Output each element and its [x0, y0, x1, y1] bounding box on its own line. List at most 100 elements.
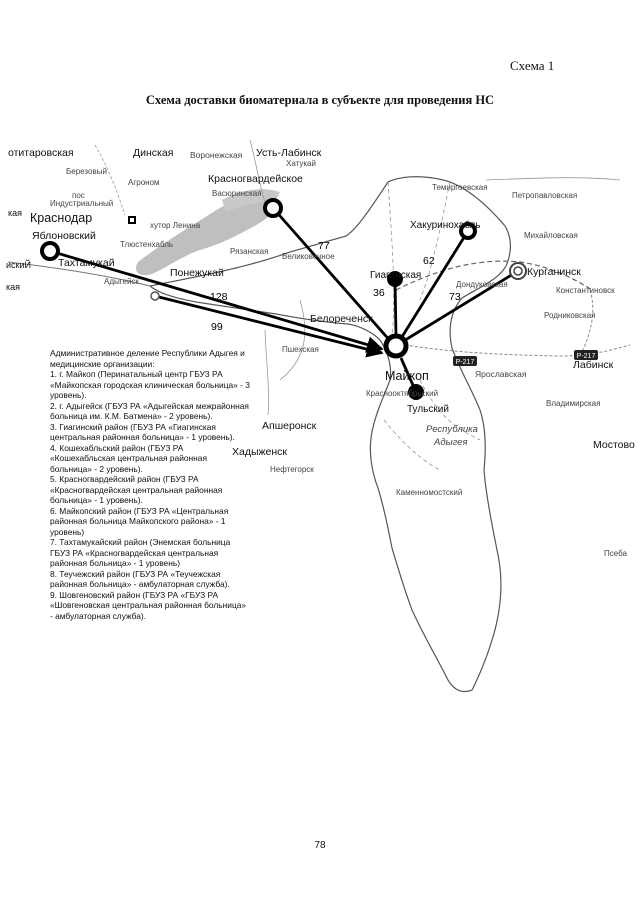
road-line-2	[404, 344, 631, 357]
label-rodnikovskaya: Родниковская	[544, 311, 595, 320]
label-giaginskaya: Гиагинская	[370, 270, 421, 281]
road-line-6	[279, 299, 306, 381]
legend-item: 9. Шовгеновский район (ГБУЗ РА «ГБУЗ РА …	[50, 589, 247, 621]
distance-73: 73	[449, 291, 461, 303]
legend-item: 6. Майкопский район (ГБУЗ РА «Центральна…	[50, 505, 229, 537]
label-psebai: Псеба	[604, 549, 628, 558]
label-ponezhukai: Понежукай	[170, 267, 224, 279]
road-line-7	[264, 329, 269, 416]
district-boundary	[387, 181, 395, 341]
label-temirgoevskaya: Темиргоевская	[432, 183, 488, 192]
label-krasnogvardeyskoe: Красногвардейское	[208, 173, 303, 185]
label-kamennomostskiy: Каменномостский	[396, 488, 462, 497]
label-riazanskaya: Рязанская	[230, 247, 268, 256]
route-adygeysk	[154, 294, 384, 358]
label-khakurinokhabl: Хакуринохабль	[410, 219, 481, 231]
label-vasyurinskaya: Васюринская	[212, 189, 262, 198]
label-khutor-lenina: хутор Ленина	[150, 221, 201, 230]
label-dondukovskaya: Дондуковская	[456, 280, 508, 289]
label-tlyustenkhabl: Тлюстенхабль	[120, 240, 173, 249]
node-khakurinokhabl	[459, 222, 477, 240]
district-boundary-3	[419, 379, 481, 441]
node-giaginskaya	[387, 271, 403, 287]
label-industrialny: Индустриальный	[50, 199, 113, 208]
legend: Административное деление Республики Адыг…	[50, 348, 250, 621]
route-khakurinokhabl	[398, 230, 470, 341]
district-boundary-2	[419, 181, 451, 301]
node-tulskiy	[408, 384, 424, 400]
distance-62: 62	[423, 255, 435, 267]
label-iskiy: искиЙ	[6, 259, 31, 270]
label-yaroslavskaya: Ярославская	[475, 369, 527, 379]
label-pos: пос	[72, 191, 85, 200]
label-respublika: Республика	[426, 424, 478, 435]
label-kaya: кая	[8, 208, 22, 218]
legend-item: 3. Гиагинский район (ГБУЗ РА «Гиагинская…	[50, 421, 235, 443]
delivery-map: Р-217 Р-217 отитаровская Динская Воронеж…	[6, 139, 635, 693]
label-yablonovsky: Яблоновский	[32, 230, 96, 242]
route-kurganinsk	[401, 269, 519, 344]
route-giaginskaya	[393, 278, 398, 337]
road-line	[7, 261, 151, 287]
page-title: Схема доставки биоматериала в субъекте д…	[145, 93, 495, 107]
road-shield-label: Р-217	[456, 359, 475, 366]
label-voronezhskaya: Воронежская	[190, 150, 243, 160]
label-mostovskoy: Мостово	[593, 439, 635, 451]
legend-item: 5. Красногвардейский район (ГБУЗ РА «Кра…	[50, 474, 223, 505]
label-otitarovskaya: отитаровская	[8, 147, 74, 159]
road-shield-label-2: Р-217	[577, 353, 596, 360]
district-boundary-4	[383, 419, 441, 471]
label-ust-labinsk: Усть-Лабинск	[256, 147, 322, 159]
label-adygeya: Адыгея	[433, 437, 468, 448]
distance-128: 128	[210, 291, 228, 303]
label-velikovechnoe: Великовечное	[282, 252, 335, 261]
legend-intro: Административное деление Республики Адыг…	[50, 348, 245, 369]
legend-item: 4. Кошехабльский район (ГБУЗ РА «Кошехаб…	[50, 442, 207, 474]
label-pshekhskaya: Пшехская	[282, 345, 319, 354]
node-yablonovsky	[40, 241, 60, 261]
node-kurganinsk-inner	[513, 266, 523, 276]
place-labels: отитаровская Динская Воронежская Усть-Ла…	[6, 147, 635, 558]
label-khadyzhensk: Хадыженск	[232, 446, 287, 458]
distance-labels: 77 62 36 73 128 99	[210, 240, 461, 333]
legend-item: 1. г. Майкоп (Перинатальный центр ГБУЗ Р…	[50, 369, 250, 400]
label-krasnodar: Краснодар	[30, 211, 92, 225]
label-labinsk: Лабинск	[573, 359, 614, 371]
label-dinskaya: Динская	[133, 147, 173, 159]
reservoir-shape-2	[222, 189, 280, 212]
label-kaya2: кая	[6, 282, 20, 292]
reservoir-shape	[135, 191, 277, 276]
label-berezovy: Березовый	[66, 167, 107, 176]
label-takhtamukai: Тахтамукай	[58, 257, 115, 269]
page-number: 78	[314, 840, 326, 851]
delivery-routes	[49, 207, 519, 393]
label-agronom: Агроном	[128, 178, 160, 187]
route-yablonovsky	[49, 249, 384, 353]
label-adygeysk: Адыгейск	[104, 277, 139, 286]
schema-label: Схема 1	[510, 58, 555, 73]
label-maykop: Майкоп	[385, 369, 429, 383]
label-vladimirskaya: Владимирская	[546, 399, 600, 408]
road-shield-icon-2	[574, 350, 598, 360]
node-maykop	[383, 333, 409, 359]
railway-line	[395, 260, 593, 291]
distance-77: 77	[318, 240, 330, 252]
label-tulskiy: Тульский	[407, 404, 449, 415]
label-kurganinsk: Курганинск	[527, 266, 581, 278]
krasnodar-marker-icon	[128, 216, 136, 224]
node-adygeysk	[150, 291, 160, 301]
distance-99: 99	[211, 321, 223, 333]
road-shield-icon	[453, 356, 477, 366]
label-mikhaylovskaya: Михайловская	[524, 231, 578, 240]
label-apsheronsk: Апшеронск	[262, 420, 317, 432]
legend-item: 2. г. Адыгейск (ГБУЗ РА «Адыгейская межр…	[50, 400, 249, 422]
distance-36: 36	[373, 287, 385, 299]
label-konstantinovskaya: Константиновск	[556, 286, 615, 295]
label-belorechensk: Белореченск	[310, 313, 373, 325]
legend-item: 8. Теучежский район (ГБУЗ РА «Теучежская…	[50, 568, 230, 590]
label-khatukai: Хатукай	[286, 159, 316, 168]
road-line-3	[581, 289, 594, 353]
route-krasnogvardeyskoe	[271, 207, 394, 344]
node-krasnogvardeyskoe	[263, 198, 283, 218]
route-nodes	[40, 198, 527, 400]
